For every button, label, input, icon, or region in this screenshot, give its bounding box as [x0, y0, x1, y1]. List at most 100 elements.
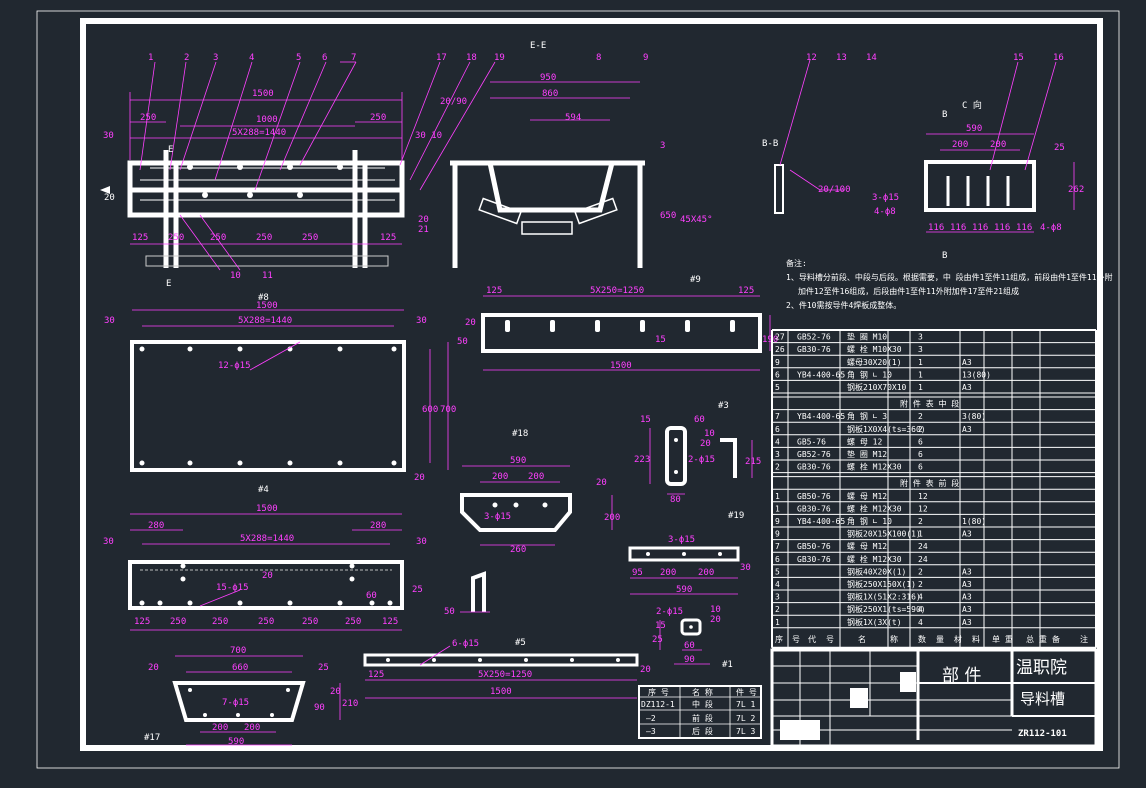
p8-dim-700: 700 — [440, 405, 456, 415]
bom-top-4-name: 钢板210X70X10 — [847, 382, 907, 392]
bom-low-9-mat: A3 — [962, 605, 972, 614]
dim-250-c: 250 — [256, 233, 272, 243]
bom-header-8: 材 — [954, 634, 962, 644]
p19-holes: 3-ϕ15 — [668, 535, 695, 545]
bom-top-1-code: GB30-76 — [797, 345, 831, 354]
bom-low-5-qty: 24 — [918, 555, 928, 564]
dim-30: 30 — [103, 131, 114, 141]
balloon-16: 16 — [1053, 53, 1064, 63]
bom-header-7: 量 — [936, 635, 944, 644]
bom-mid-3-name: 垫 圈 M12 — [847, 449, 887, 459]
bom-low-4-qty: 24 — [918, 542, 928, 551]
p18-dim-200a: 200 — [492, 472, 508, 482]
p4-dim-250e: 250 — [345, 617, 361, 627]
balloon-13: 13 — [836, 53, 847, 63]
part-9-label: #9 — [690, 275, 701, 285]
p4-dim-25: 25 — [412, 585, 423, 595]
bom-low-9-name: 钢板250X1(ts=590) — [847, 604, 926, 614]
p4-dim-5x288: 5X288=1440 — [240, 534, 294, 544]
part-19: #19 3-ϕ15 95 200 200 590 30 — [628, 511, 751, 595]
bom-header-0: 序 — [775, 634, 783, 644]
dim-594: 594 — [565, 113, 581, 123]
bom-mid-1-qty: 2 — [918, 425, 923, 434]
p17-holes: 7-ϕ15 — [222, 698, 249, 708]
p4-holes: 15-ϕ15 — [216, 583, 249, 593]
c-dim-116e: 116 — [1016, 223, 1032, 233]
part-3: #3 15 60 20 223 2-ϕ15 10 80 215 — [634, 401, 761, 505]
p4-dim-250d: 250 — [302, 617, 318, 627]
bom-low-10-no: 1 — [775, 618, 780, 627]
bb-angle: 20/100 — [818, 185, 851, 195]
p18-dim-20: 20 — [596, 478, 607, 488]
bom-top-3-no: 6 — [775, 370, 780, 379]
part-3-label: #3 — [718, 401, 729, 411]
bom-mid-0-name: 角 钢 ∟ 3 — [847, 411, 887, 421]
p1-dim-20: 20 — [710, 615, 721, 625]
p17-dim-700: 700 — [230, 646, 246, 656]
balloon-1: 1 — [148, 53, 153, 63]
balloon-5: 5 — [296, 53, 301, 63]
p18-holes: 3-ϕ15 — [484, 512, 511, 522]
c-dim-116c: 116 — [972, 223, 988, 233]
bom-low-1-qty: 12 — [918, 504, 928, 513]
balloon-11: 11 — [262, 271, 273, 281]
view-mark-e-bottom: E — [166, 279, 171, 289]
bom-low-2-mat: 1(80) — [962, 517, 986, 526]
bom-header-4: 名 — [858, 634, 866, 644]
bom-low-10-mat: A3 — [962, 618, 972, 627]
p17-dim-20a: 20 — [148, 663, 159, 673]
p19-dim-200b: 200 — [698, 568, 714, 578]
bent-plate-detail: 50 — [444, 571, 490, 617]
bom-header-6: 数 — [918, 634, 926, 644]
p19-dim-200a: 200 — [660, 568, 676, 578]
tech-notes: 备注: 1、导料槽分前段、中段与后段。根据需要，中 段由件1至件11组成，前段由… — [786, 258, 1113, 310]
bent-plate-dim-50: 50 — [444, 607, 455, 617]
bom-top-2-qty: 1 — [918, 358, 923, 367]
balloon-6: 6 — [322, 53, 327, 63]
p8-dim-1500: 1500 — [256, 301, 278, 311]
p4-dim-250a: 250 — [170, 617, 186, 627]
p18-dim-200b: 200 — [528, 472, 544, 482]
part-17: #17 700 660 25 7-ϕ15 200 200 590 210 90 … — [144, 646, 358, 747]
sub-r3-c1: —3 — [646, 727, 656, 736]
bom-low-5-no: 6 — [775, 555, 780, 564]
p9-dim-15: 15 — [655, 335, 666, 345]
bom-top-2-mat: A3 — [962, 358, 972, 367]
p9-dim-125a: 125 — [486, 286, 502, 296]
bom-low-3-name: 钢板20X15X100(1) — [847, 529, 921, 539]
p4-dim-250b: 250 — [212, 617, 228, 627]
bom-low-6-no: 5 — [775, 567, 780, 576]
bom-low-4-name: 螺 母 M12 — [847, 541, 887, 551]
dim-250-right: 250 — [370, 113, 386, 123]
bom-top-3-qty: 1 — [918, 370, 923, 379]
bom-low-6-name: 钢板40X20X(1) — [847, 566, 906, 576]
main-view: 1 2 3 4 5 6 7 8 9 10 11 12 13 14 15 16 1… — [100, 41, 1064, 289]
bom-low-8-name: 钢板1X(51X2:316) — [847, 592, 921, 602]
sub-r2-c1: —2 — [646, 714, 656, 723]
c-note-4-8: 4-ϕ8 — [874, 207, 896, 217]
c-dim-262: 262 — [1068, 185, 1084, 195]
c-dim-200b: 200 — [990, 140, 1006, 150]
p18-dim-590: 590 — [510, 456, 526, 466]
p3-dim-20: 20 — [700, 439, 711, 449]
sub-r1-c2: 中 段 — [692, 699, 713, 709]
bom-low-0-name: 螺 母 M12 — [847, 491, 887, 501]
bom-group-1: 附 件 表 中 段 — [900, 399, 959, 409]
p1-dim-90: 90 — [684, 655, 695, 665]
dim-1000: 1000 — [256, 115, 278, 125]
bom-low-0-qty: 12 — [918, 492, 928, 501]
p4-dim-60: 60 — [366, 591, 377, 601]
bom-mid-2-name: 螺 母 12 — [847, 436, 882, 446]
bom-low-2-no: 9 — [775, 517, 780, 526]
bom-top-3-name: 角 钢 ∟ 10 — [847, 369, 892, 379]
title-block: 部 件 温职院 导料槽 ZR112-101 — [770, 648, 1098, 748]
p4-dim-280b: 280 — [370, 521, 386, 531]
p9-dim-125b: 125 — [738, 286, 754, 296]
p17-dim-590: 590 — [228, 737, 244, 747]
bom-header-12: 备 — [1052, 634, 1060, 644]
dim-125-left: 125 — [132, 233, 148, 243]
sub-r1-c1: DZ112-1 — [641, 700, 675, 709]
c-note-3-15: 3-ϕ15 — [872, 193, 899, 203]
dim-5x288: 5X288=1440 — [232, 128, 286, 138]
